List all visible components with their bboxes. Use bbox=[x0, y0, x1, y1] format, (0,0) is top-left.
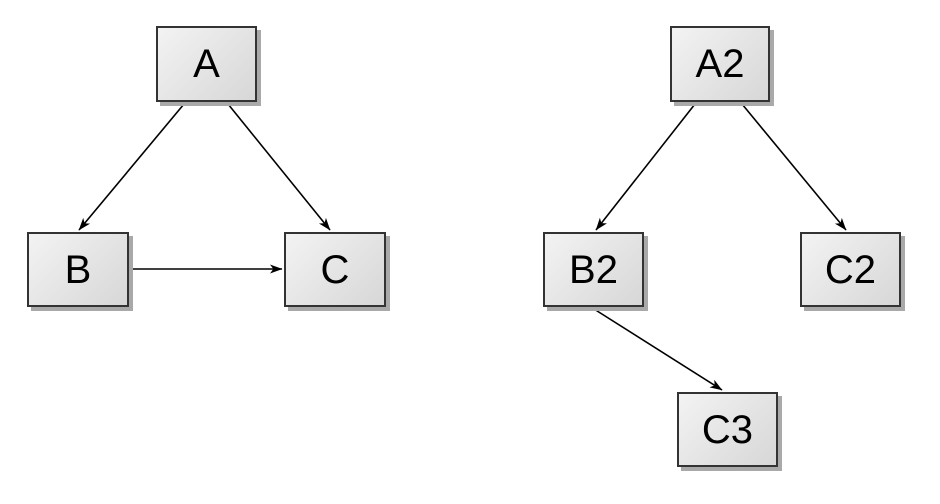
edge-a2-c2[interactable] bbox=[741, 103, 847, 231]
node-label: A2 bbox=[695, 42, 745, 86]
edge-a-b[interactable] bbox=[78, 103, 185, 231]
node-label: A bbox=[193, 42, 220, 86]
edges-group bbox=[78, 103, 847, 391]
node-b[interactable]: B bbox=[27, 232, 129, 307]
node-label: C bbox=[320, 247, 350, 292]
edge-a-c[interactable] bbox=[227, 103, 331, 231]
node-label: C3 bbox=[701, 407, 754, 452]
edge-b2-c3[interactable] bbox=[593, 308, 723, 391]
node-c2[interactable]: C2 bbox=[800, 232, 901, 307]
node-label: C2 bbox=[824, 247, 877, 292]
node-b2[interactable]: B2 bbox=[543, 232, 644, 307]
node-label: B2 bbox=[569, 247, 618, 292]
node-a2[interactable]: A2 bbox=[670, 26, 770, 102]
node-c3[interactable]: C3 bbox=[677, 392, 778, 467]
node-c[interactable]: C bbox=[284, 232, 386, 307]
node-a[interactable]: A bbox=[156, 26, 257, 102]
edge-a2-b2[interactable] bbox=[595, 103, 696, 231]
node-label: B bbox=[64, 247, 92, 292]
